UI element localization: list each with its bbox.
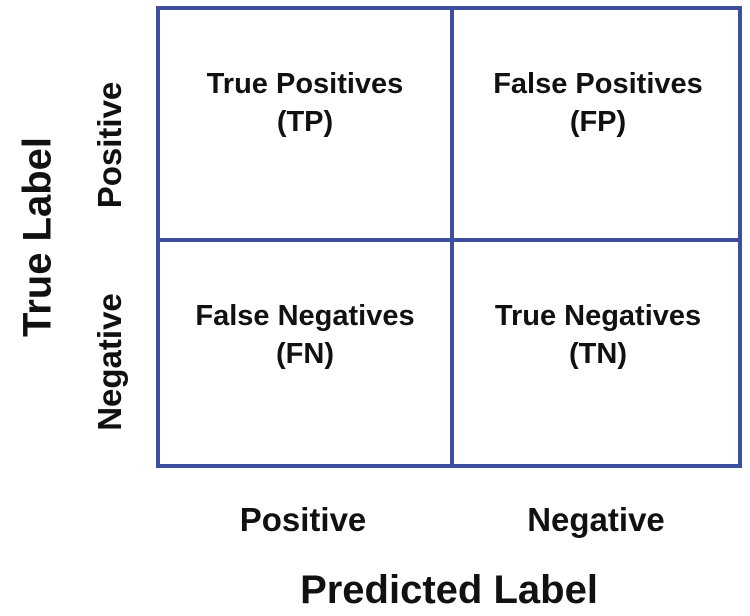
cell-title: False Negatives bbox=[195, 300, 415, 332]
vertical-divider bbox=[450, 10, 454, 464]
y-tick-label: Positive bbox=[91, 81, 128, 209]
confusion-matrix: True Positives (TP) False Positives (FP)… bbox=[156, 6, 742, 468]
cell-title: True Negatives bbox=[494, 300, 702, 332]
cell-abbrev: (TN) bbox=[569, 338, 627, 370]
x-tick-positive: Positive bbox=[239, 501, 367, 538]
y-tick-label: Negative bbox=[91, 293, 128, 431]
cell-abbrev: (FP) bbox=[569, 106, 627, 138]
cell-false-positives: False Positives (FP) bbox=[454, 0, 742, 210]
cell-abbrev: (FN) bbox=[276, 338, 334, 370]
x-axis-title: Predicted Label bbox=[300, 568, 598, 612]
x-tick-negative: Negative bbox=[527, 501, 665, 538]
cell-false-negatives: False Negatives (FN) bbox=[160, 228, 450, 442]
cell-title: False Positives bbox=[493, 68, 703, 100]
horizontal-divider bbox=[160, 238, 738, 242]
cell-title: True Positives bbox=[206, 68, 404, 100]
cell-abbrev: (TP) bbox=[276, 106, 334, 138]
cell-true-negatives: True Negatives (TN) bbox=[454, 228, 742, 442]
y-axis-title-text: True Label bbox=[15, 136, 60, 338]
cell-true-positives: True Positives (TP) bbox=[160, 0, 450, 210]
